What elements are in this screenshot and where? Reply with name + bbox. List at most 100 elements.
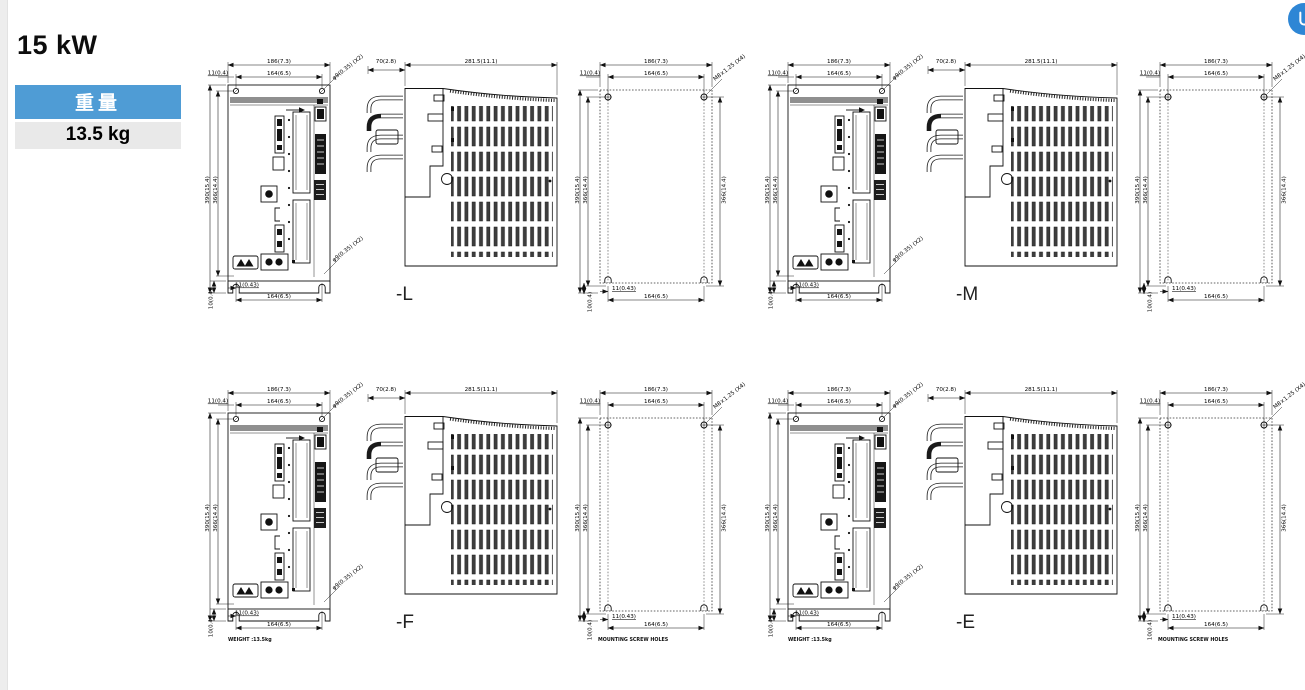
dim-hole-pitch-v: 366(14.4): [773, 176, 779, 204]
dim-bottom-pitch: 164(6.5): [267, 622, 291, 628]
dim-bottom-pitch: 164(6.5): [644, 294, 668, 300]
dim-front-protrusion: 70(2.8): [936, 59, 956, 65]
dim-bottom-notch: 11(0.43): [795, 611, 819, 617]
dim-bottom-offset: 10(0.4): [209, 617, 215, 637]
dim-overall-height: 390(15.4): [1135, 504, 1141, 532]
dim-overall-height: 390(15.4): [765, 504, 771, 532]
dim-front-hole-bottom: φ9(0.35) (X2): [332, 564, 365, 592]
front-view-drawing: [768, 62, 900, 302]
dim-hole-pitch-h: 164(6.5): [267, 399, 291, 405]
dim-hole-pitch-v: 366(14.4): [213, 176, 219, 204]
dim-hole-pitch-v: 366(14.4): [583, 504, 589, 532]
dim-overall-height: 390(15.4): [1135, 176, 1141, 204]
dim-bottom-pitch: 164(6.5): [267, 294, 291, 300]
dim-hole-pitch-v: 366(14.4): [1143, 504, 1149, 532]
mounting-screw-holes-note: MOUNTING SCREW HOLES: [1158, 637, 1229, 643]
side-view-drawing: [928, 390, 1117, 594]
dim-overall-width: 186(7.3): [827, 59, 851, 65]
dim-front-hole-bottom: φ9(0.35) (X2): [892, 236, 925, 264]
dim-bottom-offset: 10(0.4): [588, 620, 594, 640]
dim-overall-height: 390(15.4): [205, 176, 211, 204]
dim-overall-width: 186(7.3): [1204, 387, 1228, 393]
dim-overall-height: 390(15.4): [575, 504, 581, 532]
dim-bottom-pitch: 164(6.5): [827, 294, 851, 300]
mounting-screw-holes-note: MOUNTING SCREW HOLES: [598, 637, 669, 643]
dim-bottom-notch: 11(0.43): [612, 286, 636, 292]
dim-hole-offset-top: 11(0.4): [768, 71, 788, 77]
dim-bottom-notch: 11(0.43): [235, 283, 259, 289]
dim-hole-pitch-v: 366(14.4): [583, 176, 589, 204]
dim-overall-width: 186(7.3): [644, 387, 668, 393]
floating-shortcut-button[interactable]: [1288, 3, 1305, 35]
dim-bottom-pitch: 164(6.5): [1204, 294, 1228, 300]
front-view-drawing: [208, 390, 340, 630]
dim-bottom-offset: 10(0.4): [1148, 292, 1154, 312]
variant-label: -E: [956, 612, 975, 633]
drawing-group: 186(7.3) 164(6.5) 11(0.4) φ9(0.35) (X2) …: [765, 54, 1305, 313]
dim-hole-offset-top: 11(0.4): [580, 71, 600, 77]
dim-depth: 281.5(11.1): [465, 387, 498, 393]
dim-mount-screw: M8×1.25 (X4): [1273, 54, 1305, 83]
dim-hole-pitch-h: 164(6.5): [1204, 71, 1228, 77]
dim-overall-width: 186(7.3): [267, 387, 291, 393]
weight-card: 重量 13.5 kg: [15, 85, 181, 149]
page-title: 15 kW: [17, 30, 98, 60]
dim-front-hole-top: φ9(0.35) (X2): [332, 54, 365, 82]
dim-bottom-notch: 11(0.43): [1172, 614, 1196, 620]
weight-note: WEIGHT :13.5kg: [228, 637, 272, 643]
dim-bottom-offset: 10(0.4): [769, 617, 775, 637]
side-view-drawing: [928, 62, 1117, 266]
drawing-group: 186(7.3) 164(6.5) 11(0.4) φ9(0.35) (X2) …: [765, 382, 1305, 643]
dim-hole-pitch-h: 164(6.5): [644, 399, 668, 405]
dim-hole-pitch-v: 366(14.4): [1143, 176, 1149, 204]
mounting-hole-view-drawing: [578, 390, 724, 630]
dim-overall-width: 186(7.3): [644, 59, 668, 65]
page-left-margin: [0, 0, 8, 690]
dim-bottom-notch: 11(0.43): [1172, 286, 1196, 292]
dim-hole-pitch-v-right: 366(14.4): [1282, 504, 1288, 532]
side-view-drawing: [368, 62, 557, 266]
dim-hole-pitch-h: 164(6.5): [267, 71, 291, 77]
dim-hole-pitch-v: 366(14.4): [213, 504, 219, 532]
dim-overall-height: 390(15.4): [765, 176, 771, 204]
dim-depth: 281.5(11.1): [465, 59, 498, 65]
dim-front-hole-top: φ9(0.35) (X2): [892, 54, 925, 82]
dim-front-hole-bottom: φ9(0.35) (X2): [892, 564, 925, 592]
dim-mount-screw: M8×1.25 (X4): [1273, 382, 1305, 411]
dim-mount-screw: M8×1.25 (X4): [713, 54, 747, 83]
weight-note: WEIGHT :13.5kg: [788, 637, 832, 643]
dim-front-hole-top: φ9(0.35) (X2): [332, 382, 365, 410]
side-view-drawing: [368, 390, 557, 594]
dim-hole-pitch-h: 164(6.5): [644, 71, 668, 77]
dim-overall-width: 186(7.3): [267, 59, 291, 65]
dim-bottom-pitch: 164(6.5): [1204, 622, 1228, 628]
variant-label: -M: [956, 284, 978, 305]
dim-overall-height: 390(15.4): [575, 176, 581, 204]
dim-front-hole-top: φ9(0.35) (X2): [892, 382, 925, 410]
dim-bottom-notch: 11(0.43): [235, 611, 259, 617]
dim-hole-offset-top: 11(0.4): [1140, 71, 1160, 77]
dim-overall-width: 186(7.3): [827, 387, 851, 393]
mounting-hole-view-drawing: [1138, 390, 1284, 630]
dim-hole-pitch-v-right: 366(14.4): [1282, 176, 1288, 204]
dim-hole-offset-top: 11(0.4): [1140, 399, 1160, 405]
dim-bottom-offset: 10(0.4): [769, 289, 775, 309]
dim-depth: 281.5(11.1): [1025, 59, 1058, 65]
front-view-drawing: [208, 62, 340, 302]
variant-label: -F: [396, 612, 414, 633]
dim-hole-pitch-h: 164(6.5): [827, 399, 851, 405]
dim-bottom-notch: 11(0.43): [612, 614, 636, 620]
dim-bottom-offset: 10(0.4): [1148, 620, 1154, 640]
dim-hole-pitch-v-right: 366(14.4): [722, 504, 728, 532]
shortcut-arrow-icon: [1299, 11, 1305, 26]
dim-overall-height: 390(15.4): [205, 504, 211, 532]
dim-hole-offset-top: 11(0.4): [208, 399, 228, 405]
dim-overall-width: 186(7.3): [1204, 59, 1228, 65]
drawing-group: 186(7.3) 164(6.5) 11(0.4) φ9(0.35) (X2) …: [205, 54, 747, 313]
weight-card-value: 13.5 kg: [15, 122, 181, 149]
dim-bottom-notch: 11(0.43): [795, 283, 819, 289]
dim-front-protrusion: 70(2.8): [376, 387, 396, 393]
dim-hole-pitch-v: 366(14.4): [773, 504, 779, 532]
mounting-hole-view-drawing: [1138, 62, 1284, 302]
front-view-drawing: [768, 390, 900, 630]
